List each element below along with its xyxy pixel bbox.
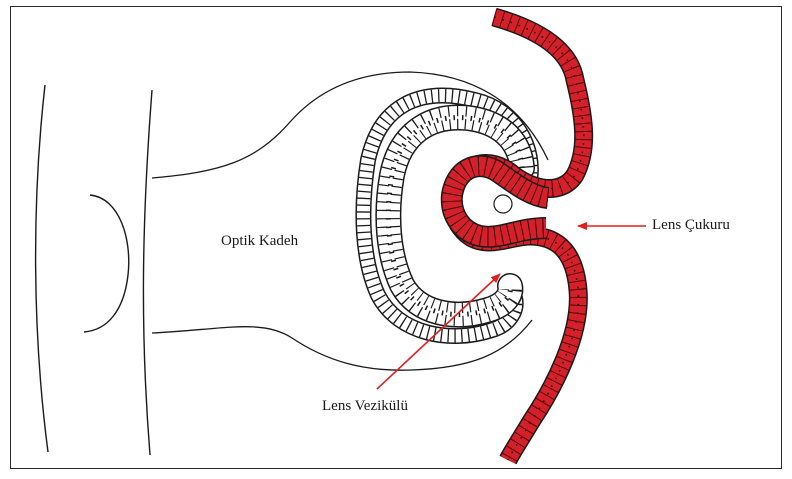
lens-pit-label: Lens Çukuru bbox=[652, 217, 730, 234]
lens-vesicle-label: Lens Vezikülü bbox=[322, 398, 408, 415]
optic-cup-label: Optik Kadeh bbox=[221, 233, 298, 250]
brain-wall bbox=[36, 85, 152, 455]
